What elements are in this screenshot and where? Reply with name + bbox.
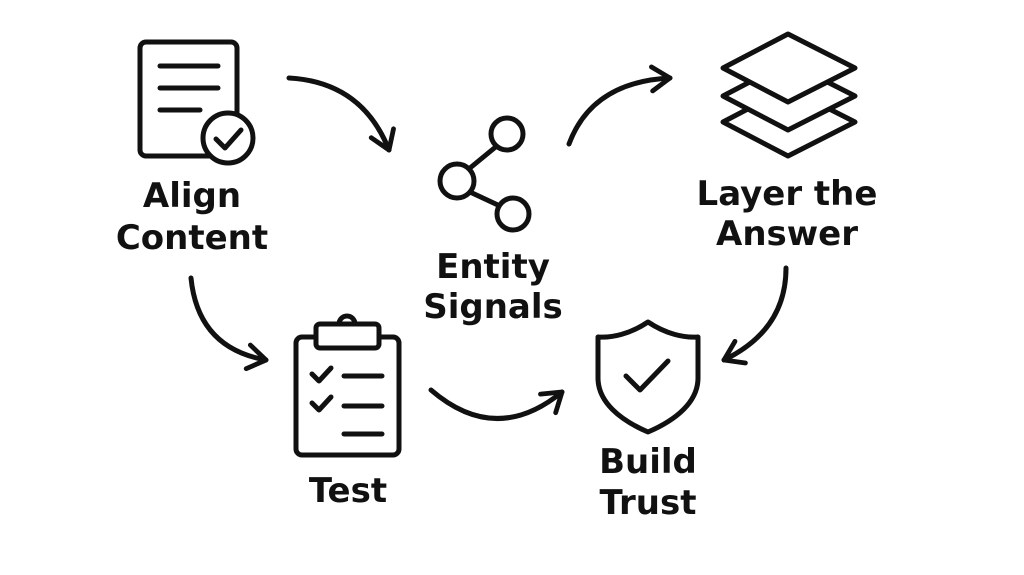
stacked-layers-icon — [720, 31, 858, 159]
shield-check-icon — [595, 319, 701, 435]
build-trust-label-line2: Trust — [600, 483, 697, 523]
arrow-entity-to-layer — [566, 64, 673, 147]
arrow-layer-to-trust — [721, 265, 789, 366]
layer-the-answer-label-line2: Answer — [716, 214, 858, 254]
align-content-label-line2: Content — [116, 218, 268, 258]
test-label: Test — [309, 471, 387, 511]
align-content-label-line1: Align — [143, 176, 241, 216]
clipboard-checklist-icon — [293, 313, 402, 458]
arrow-align-to-test — [188, 275, 269, 372]
arrow-align-to-entity — [286, 75, 396, 153]
share-nodes-icon — [437, 115, 532, 233]
entity-signals-label-line2: Signals — [423, 287, 563, 327]
document-check-icon — [137, 39, 256, 166]
arrow-test-to-trust — [428, 387, 565, 421]
build-trust-label-line1: Build — [599, 442, 697, 482]
entity-signals-label-line1: Entity — [436, 247, 550, 287]
layer-the-answer-label-line1: Layer the — [697, 174, 878, 214]
